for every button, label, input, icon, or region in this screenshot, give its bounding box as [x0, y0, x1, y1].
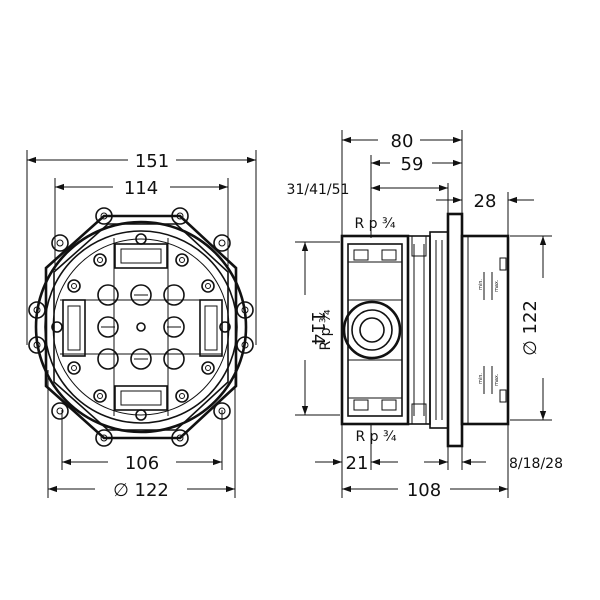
- left-bracket: [62, 299, 86, 357]
- thread-label-bottom: R p ¾: [355, 429, 397, 445]
- side-plate: [446, 212, 464, 448]
- right-bracket: [199, 299, 223, 357]
- bottom-bracket-inner: [120, 390, 162, 406]
- dim-depth-top: 80: [391, 131, 414, 152]
- side-body-inner: [347, 243, 403, 417]
- dim-cover: 8/18/28: [509, 456, 563, 472]
- side-port-bore: [359, 317, 385, 343]
- dim-diameter: ∅ 122: [113, 480, 169, 501]
- side-details: [348, 235, 507, 425]
- side-port-outer: [342, 300, 402, 360]
- housing-outline: [44, 214, 238, 440]
- depth-markers: min. max. min. max.: [478, 272, 500, 394]
- housing-ring-inner: [44, 230, 238, 424]
- right-bracket-inner: [204, 305, 218, 351]
- dim-plate: 28: [474, 191, 497, 212]
- side-flange: [429, 231, 449, 429]
- dim-depth-inner: 59: [401, 154, 424, 175]
- mark-min-bottom: min.: [478, 373, 484, 384]
- side-view: 80 59 31/41/51 28 R p ¾ 114 R p ¾: [287, 130, 563, 501]
- side-cover: [460, 234, 510, 426]
- bottom-bracket: [114, 385, 168, 411]
- thread-label-top: R p ¾: [354, 216, 396, 232]
- top-bracket: [114, 243, 168, 269]
- side-port-ring: [351, 309, 393, 351]
- thread-label-side: R p ¾: [318, 309, 334, 351]
- dim-depth-bottom: 108: [407, 480, 441, 501]
- front-view: 151 114: [26, 150, 257, 501]
- dim-base-width: 106: [125, 453, 159, 474]
- housing-inner-outline: [53, 223, 229, 431]
- dim-mount-width: 114: [124, 178, 158, 199]
- dim-diameter-right: ∅ 122: [520, 300, 541, 356]
- dim-height: 114: [307, 311, 328, 345]
- port-grid: [97, 284, 185, 370]
- mark-max-bottom: max.: [494, 373, 500, 386]
- mounting-lugs: [28, 207, 254, 447]
- mark-min-top: min.: [478, 279, 484, 290]
- screw-bosses: [51, 233, 231, 421]
- housing-ring-inner-2: [52, 238, 230, 416]
- dim-overall-width: 151: [135, 151, 169, 172]
- left-bracket-inner: [67, 305, 81, 351]
- dim-offset: 31/41/51: [287, 182, 350, 198]
- side-collar: [407, 235, 431, 425]
- top-bracket-inner: [120, 248, 162, 264]
- mark-max-top: max.: [494, 279, 500, 292]
- housing-ring: [34, 220, 248, 434]
- dim-offset-bottom: 21: [346, 453, 369, 474]
